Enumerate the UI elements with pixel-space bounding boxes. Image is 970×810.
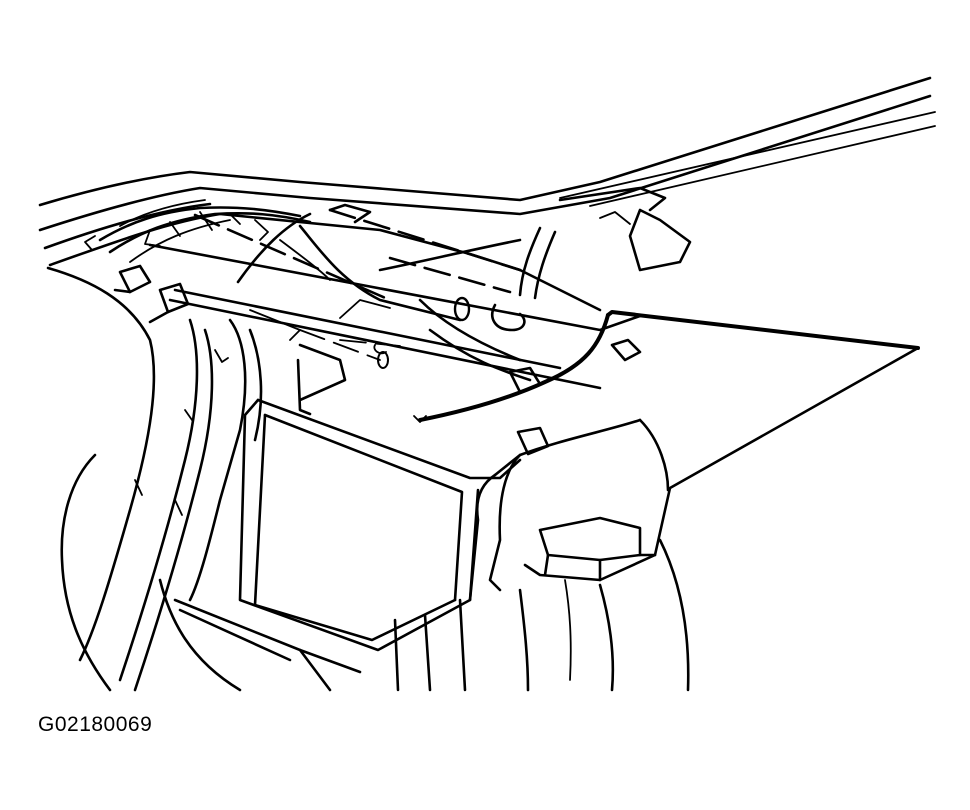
wiring-harness — [84, 199, 312, 263]
quarter-trim-box — [238, 343, 522, 652]
seat-lower-lines — [393, 538, 690, 692]
weatherstrip — [413, 310, 920, 423]
figure-id-label: G02180069 — [38, 713, 153, 736]
lower-body-curve — [60, 453, 362, 692]
hidden-edges-dashed — [193, 208, 522, 361]
left-pillar — [46, 266, 263, 692]
panel-features — [373, 296, 526, 369]
roof-rail — [38, 76, 936, 250]
upper-pillar-trim — [518, 186, 692, 300]
